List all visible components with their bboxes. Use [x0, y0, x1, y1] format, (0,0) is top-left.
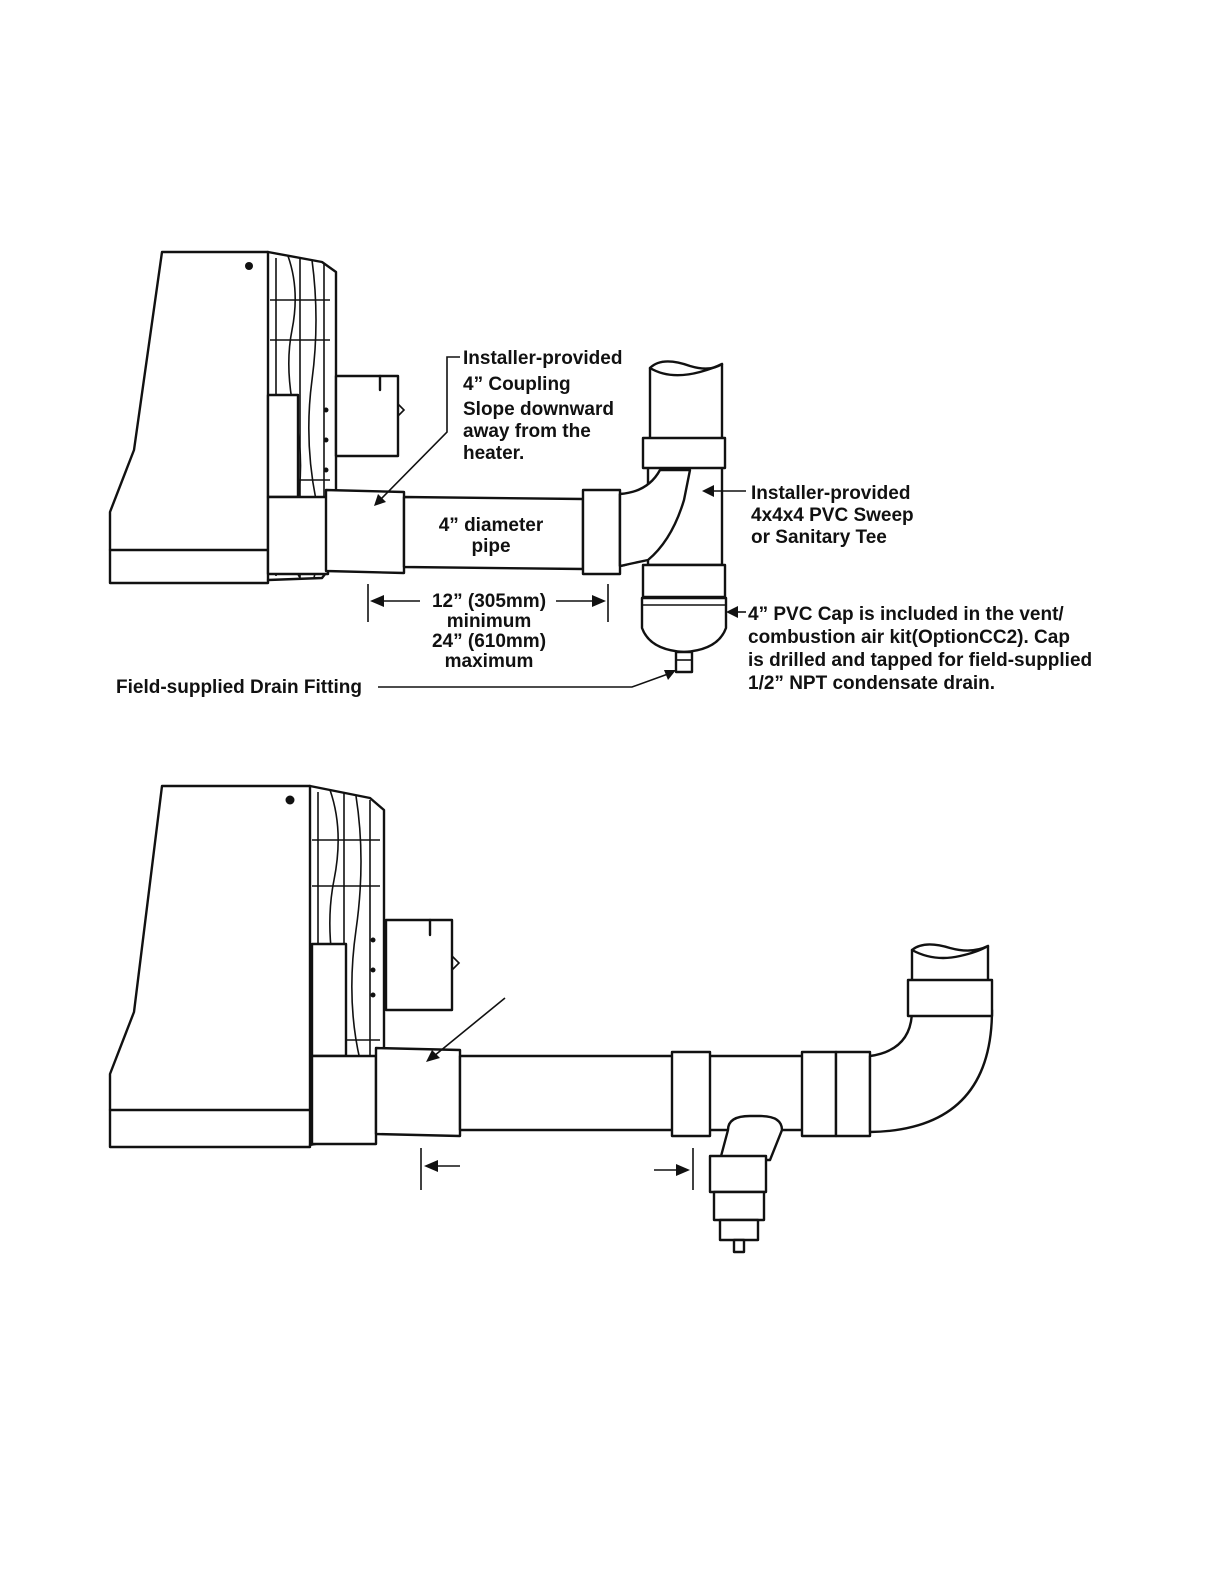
- top-pipe-assembly: [324, 360, 728, 674]
- bottom-coupling: [374, 1046, 462, 1138]
- top-pipe-coupling: [581, 488, 622, 576]
- bottom-coupling-2: [670, 1050, 712, 1138]
- top-diagram: Installer-provided 4” Coupling Slope dow…: [108, 250, 1092, 698]
- length-label-3: 24” (610mm): [432, 631, 546, 652]
- bottom-drain-fitting-1: [708, 1154, 768, 1194]
- tee-label-3: or Sanitary Tee: [751, 527, 887, 548]
- cap-label-2: combustion air kit(OptionCC2). Cap: [748, 627, 1070, 648]
- length-label-1: 12” (305mm): [432, 591, 546, 612]
- bottom-pipe-assembly: [374, 943, 994, 1254]
- coupling-label-5: heater.: [463, 443, 524, 464]
- bottom-coupling-3: [800, 1050, 838, 1138]
- bottom-diagram: [108, 784, 994, 1254]
- cap-label-1: 4” PVC Cap is included in the vent/: [748, 604, 1064, 625]
- cap-label-3: is drilled and tapped for field-supplied: [748, 650, 1092, 671]
- bottom-elbow: [868, 1008, 994, 1134]
- bottom-drain-nipple: [732, 1238, 746, 1254]
- coupling-label-1: Installer-provided: [463, 348, 622, 369]
- top-cap-leader: [726, 606, 746, 618]
- coupling-label-3: Slope downward: [463, 399, 614, 420]
- bottom-drain-tee: [718, 1114, 784, 1162]
- length-label-4: maximum: [445, 651, 534, 672]
- top-lower-coupling: [641, 563, 727, 599]
- pipe-label-2: pipe: [471, 536, 510, 557]
- top-length-dimension: [367, 584, 609, 622]
- tee-label-1: Installer-provided: [751, 483, 910, 504]
- bottom-coupling-leader: [426, 997, 506, 1062]
- bottom-heater-unit: [108, 784, 461, 1149]
- bottom-coupling-4: [834, 1050, 872, 1138]
- coupling-label-2: 4” Coupling: [463, 374, 571, 395]
- top-upper-coupling: [641, 436, 727, 470]
- pipe-label-1: 4” diameter: [439, 515, 544, 536]
- drain-label: Field-supplied Drain Fitting: [116, 677, 362, 698]
- top-drain-leader: [378, 670, 676, 688]
- bottom-upper-coupling: [906, 978, 994, 1018]
- tee-label-2: 4x4x4 PVC Sweep: [751, 505, 914, 526]
- coupling-label-4: away from the: [463, 421, 591, 442]
- top-pvc-cap: [640, 596, 728, 654]
- bottom-drain-fitting-3: [718, 1218, 760, 1242]
- bottom-drain-fitting-2: [712, 1190, 766, 1222]
- top-drain-fitting: [674, 650, 694, 674]
- top-coupling-leader: [374, 356, 460, 506]
- length-label-2: minimum: [447, 611, 531, 632]
- top-coupling: [324, 488, 406, 575]
- top-tee-leader: [702, 485, 746, 497]
- cap-label-4: 1/2” NPT condensate drain.: [748, 673, 995, 694]
- bottom-length-dimension: [420, 1148, 694, 1190]
